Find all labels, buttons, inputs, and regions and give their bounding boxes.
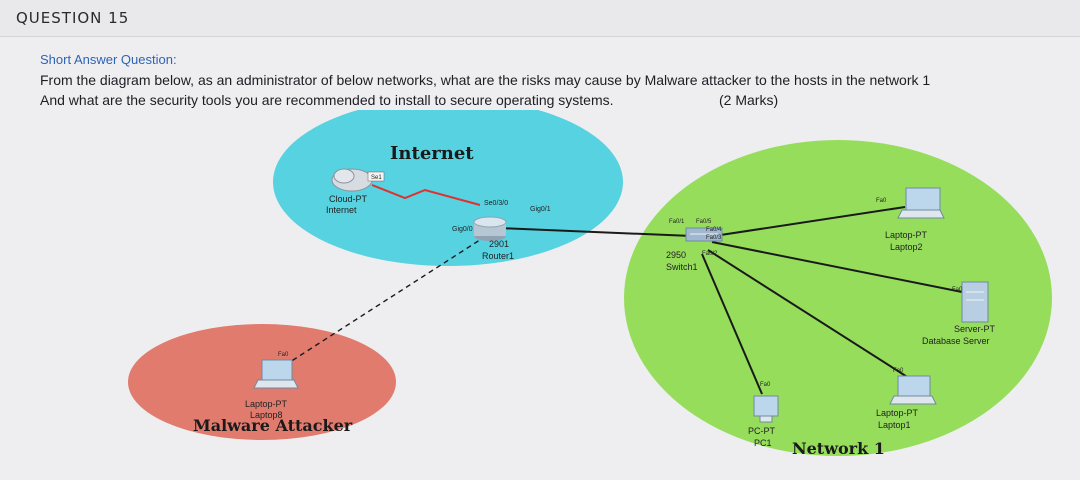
laptop1-name-label: Laptop1	[878, 420, 911, 430]
network1-zone-label: Network 1	[792, 439, 885, 458]
router-name-label: Router1	[482, 251, 514, 261]
attacker-router-link	[289, 235, 487, 363]
question-title: QUESTION 15	[16, 9, 130, 27]
network-diagram: Internet Se1 Cloud-PT Internet Se0/3/0 G…	[128, 110, 1052, 458]
laptop1-port-label: Fa0	[893, 368, 904, 374]
laptop-icon[interactable]	[889, 375, 937, 405]
laptop1-type-label: Laptop-PT	[876, 408, 919, 418]
pc1-port-label: Fa0	[760, 382, 771, 388]
network1-zone	[624, 140, 1052, 456]
router-icon[interactable]	[473, 216, 507, 241]
laptop-icon[interactable]	[897, 187, 945, 219]
switch-laptop1-link	[707, 249, 913, 381]
serial-link	[371, 184, 481, 206]
switch-port-fa01: Fa0/1	[669, 219, 685, 225]
attacker-zone-label: Malware Attacker	[193, 416, 353, 435]
question-header: QUESTION 15	[0, 0, 1080, 37]
cloud-port-tag	[367, 171, 385, 182]
server-type-label: Server-PT	[954, 324, 996, 334]
pc1-type-label: PC-PT	[748, 426, 776, 436]
laptop8-type-label: Laptop-PT	[245, 399, 288, 409]
internet-zone	[273, 110, 623, 266]
question-marks: (2 Marks)	[719, 92, 779, 108]
switch-laptop2-link	[713, 206, 906, 237]
switch-port-fa03: Fa0/3	[706, 235, 722, 241]
question-text-line-2: And what are the security tools you are …	[40, 92, 614, 108]
laptop8-name-label: Laptop8	[250, 410, 283, 420]
switch-port-fa05: Fa0/5	[696, 219, 712, 225]
question-type-label: Short Answer Question:	[40, 52, 177, 67]
cloud-name-label: Internet	[326, 205, 357, 215]
server-icon[interactable]	[961, 281, 989, 323]
laptop2-name-label: Laptop2	[890, 242, 923, 252]
laptop-icon[interactable]	[253, 359, 299, 389]
pc1-name-label: PC1	[754, 438, 772, 448]
switch-name-label: Switch1	[666, 262, 698, 272]
pc-icon[interactable]	[753, 395, 779, 423]
server-port-label: Fa0	[952, 287, 963, 293]
laptop2-type-label: Laptop-PT	[885, 230, 928, 240]
server-name-label: Database Server	[922, 336, 990, 346]
cloud-icon[interactable]	[331, 168, 373, 192]
switch-type-label: 2950	[666, 250, 686, 260]
router-port-gig00: Gig0/0	[452, 226, 473, 233]
switch-server-link	[711, 241, 963, 293]
question-text-line-1: From the diagram below, as an administra…	[40, 72, 931, 88]
router-switch-link	[497, 227, 693, 237]
switch-pc1-link	[701, 253, 763, 395]
cloud-port-label: Se1	[371, 175, 382, 181]
router-port-se030: Se0/3/0	[484, 200, 508, 207]
switch-port-fa02: Fa0/2	[702, 251, 718, 257]
switch-icon[interactable]	[685, 227, 723, 242]
cloud-type-label: Cloud-PT	[329, 194, 368, 204]
laptop2-port-label: Fa0	[876, 198, 887, 204]
internet-zone-label: Internet	[390, 143, 474, 164]
switch-port-fa04: Fa0/4	[706, 227, 722, 233]
router-type-label: 2901	[489, 239, 509, 249]
router-port-gig01: Gig0/1	[530, 206, 551, 213]
laptop8-port-label: Fa0	[278, 352, 289, 358]
